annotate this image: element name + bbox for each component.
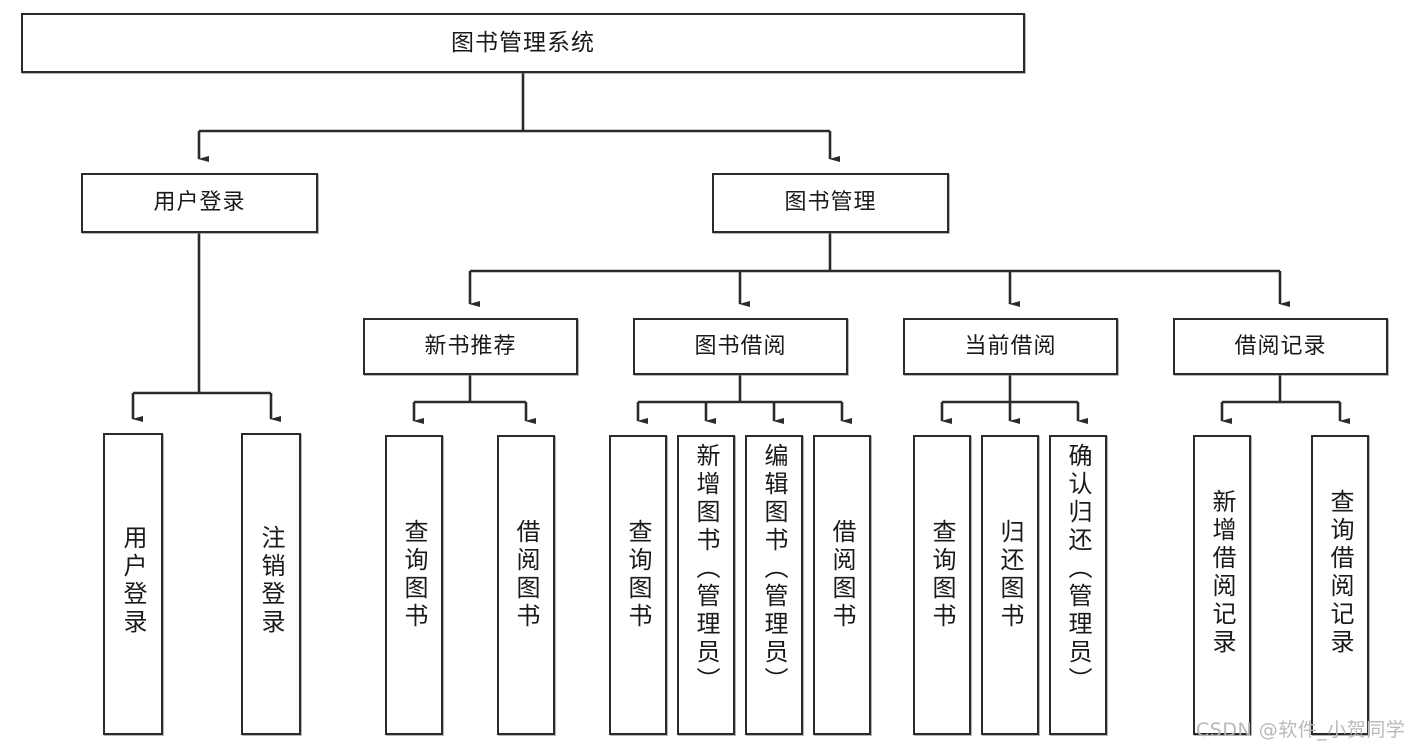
node-label: 查询图书: [928, 519, 956, 631]
node-label: 用户登录: [153, 190, 246, 216]
node-label: 借阅图书: [512, 519, 540, 631]
node-label: 借阅记录: [1234, 333, 1327, 359]
node-label: 归还图书: [996, 519, 1024, 631]
csdn-watermark: CSDN @软件_小贺同学: [1196, 719, 1405, 741]
node-label: 新书推荐: [424, 333, 517, 359]
node-label: 用户登录: [119, 525, 147, 637]
leaf-new-book-borrow-book[interactable]: 借阅图书: [497, 435, 555, 735]
leaf-user-login-logout[interactable]: 注销登录: [241, 433, 301, 735]
node-label: 编辑图书（管理员）: [760, 443, 788, 695]
node-label: 当前借阅: [964, 333, 1057, 359]
node-label: 注销登录: [257, 525, 285, 637]
node-book-borrow[interactable]: 图书借阅: [633, 318, 848, 375]
leaf-user-login-login[interactable]: 用户登录: [103, 433, 163, 735]
leaf-new-book-query-book[interactable]: 查询图书: [385, 435, 443, 735]
node-label: 查询图书: [624, 519, 652, 631]
node-borrow-record[interactable]: 借阅记录: [1173, 318, 1388, 375]
leaf-book-borrow-edit-book-admin[interactable]: 编辑图书（管理员）: [745, 435, 803, 735]
node-user-login[interactable]: 用户登录: [81, 173, 318, 233]
leaf-borrow-record-add-record[interactable]: 新增借阅记录: [1193, 435, 1251, 735]
leaf-current-borrow-confirm-return-admin[interactable]: 确认归还（管理员）: [1049, 435, 1107, 735]
node-label: 图书管理系统: [451, 29, 595, 56]
node-label: 新增图书（管理员）: [692, 443, 720, 695]
leaf-book-borrow-borrow-book[interactable]: 借阅图书: [813, 435, 871, 735]
node-label: 图书借阅: [694, 333, 787, 359]
node-label: 图书管理: [784, 190, 877, 216]
node-current-borrow[interactable]: 当前借阅: [903, 318, 1118, 375]
node-label: 确认归还（管理员）: [1064, 443, 1092, 695]
leaf-borrow-record-query-record[interactable]: 查询借阅记录: [1311, 435, 1369, 735]
leaf-current-borrow-query-book[interactable]: 查询图书: [913, 435, 971, 735]
node-label: 新增借阅记录: [1208, 489, 1236, 657]
leaf-book-borrow-add-book-admin[interactable]: 新增图书（管理员）: [677, 435, 735, 735]
node-root-library-management-system[interactable]: 图书管理系统: [21, 13, 1025, 73]
node-label: 查询图书: [400, 519, 428, 631]
node-label: 查询借阅记录: [1326, 489, 1354, 657]
leaf-book-borrow-query-book[interactable]: 查询图书: [609, 435, 667, 735]
node-new-book-recommend[interactable]: 新书推荐: [363, 318, 578, 375]
leaf-current-borrow-return-book[interactable]: 归还图书: [981, 435, 1039, 735]
node-book-management[interactable]: 图书管理: [712, 173, 949, 233]
node-label: 借阅图书: [828, 519, 856, 631]
